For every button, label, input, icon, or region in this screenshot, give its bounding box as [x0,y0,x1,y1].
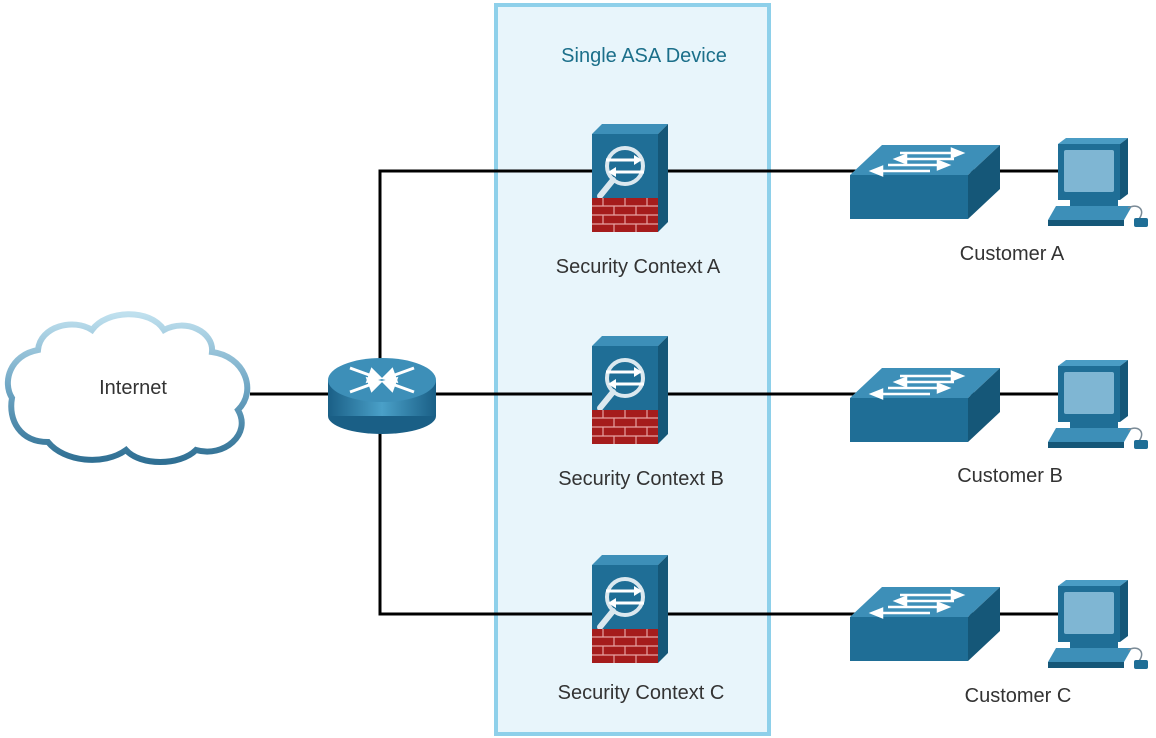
internet-cloud-icon [5,311,251,465]
link-row-c [378,428,1062,616]
security-context-a-label: Security Context A [556,256,721,278]
switch-icon-a [848,143,1002,221]
security-context-b-label: Security Context B [558,468,724,490]
pc-icon-c [1047,579,1149,670]
customer-a-label: Customer A [960,243,1065,265]
security-context-c-label: Security Context C [558,682,725,704]
customer-c-label: Customer C [965,685,1072,707]
customer-b-label: Customer B [957,465,1063,487]
internet-label: Internet [99,377,167,399]
switch-icon-c [848,585,1002,663]
pc-icon-b [1047,359,1149,450]
pc-icon-a [1047,137,1149,228]
firewall-icon-b [592,336,668,444]
asa-device-title: Single ASA Device [561,45,727,67]
firewall-icon-a [592,124,668,232]
link-row-a [378,169,1062,360]
router-icon [328,358,436,434]
switch-icon-b [848,366,1002,444]
firewall-icon-c [592,555,668,663]
